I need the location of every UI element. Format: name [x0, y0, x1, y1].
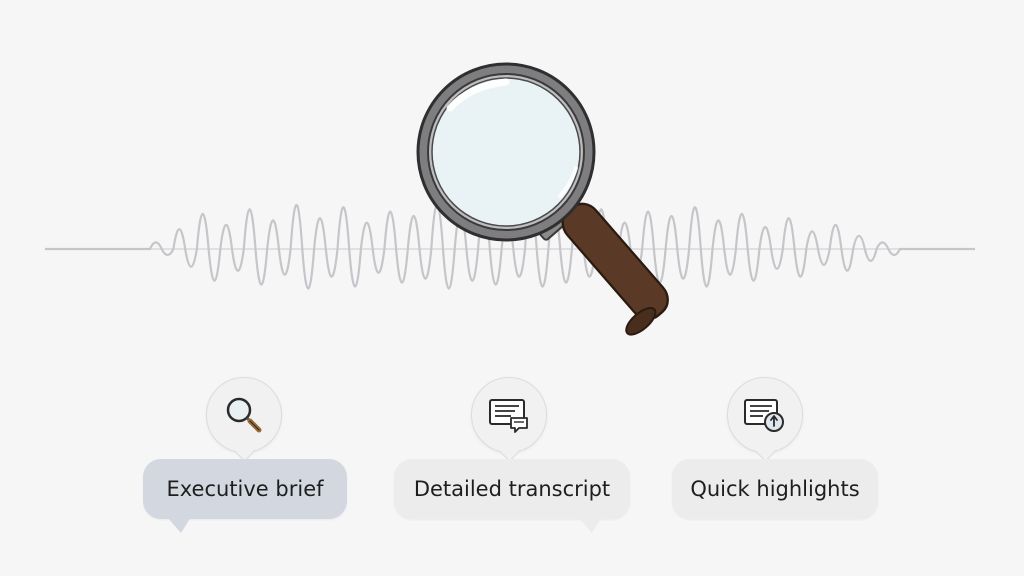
option-icon-bubble [471, 377, 547, 453]
magnifier-handle [561, 202, 669, 321]
speech-tail [578, 517, 602, 533]
option-icon-bubble [206, 377, 282, 453]
option-label: Detailed transcript [413, 477, 611, 501]
option-label: Quick highlights [690, 477, 860, 501]
magnifier-handle-cap [625, 307, 657, 336]
option-label: Executive brief [166, 477, 324, 501]
lens-glare-small [558, 166, 578, 198]
audio-waveform [45, 203, 975, 290]
magnifier-icon [226, 397, 262, 433]
option-label-bubble[interactable]: Executive brief [143, 459, 347, 533]
highlight-card-icon [744, 399, 784, 432]
magnifier-lens [431, 77, 581, 227]
speech-tail [167, 517, 191, 533]
option-label-bubble[interactable]: Detailed transcript [394, 459, 630, 533]
magnifying-glass-icon [416, 62, 669, 336]
option-icon-bubble [727, 377, 803, 453]
transcript-card-icon [489, 399, 528, 433]
lens-glare [446, 78, 510, 112]
option-label-bubble[interactable]: Quick highlights [672, 459, 878, 519]
